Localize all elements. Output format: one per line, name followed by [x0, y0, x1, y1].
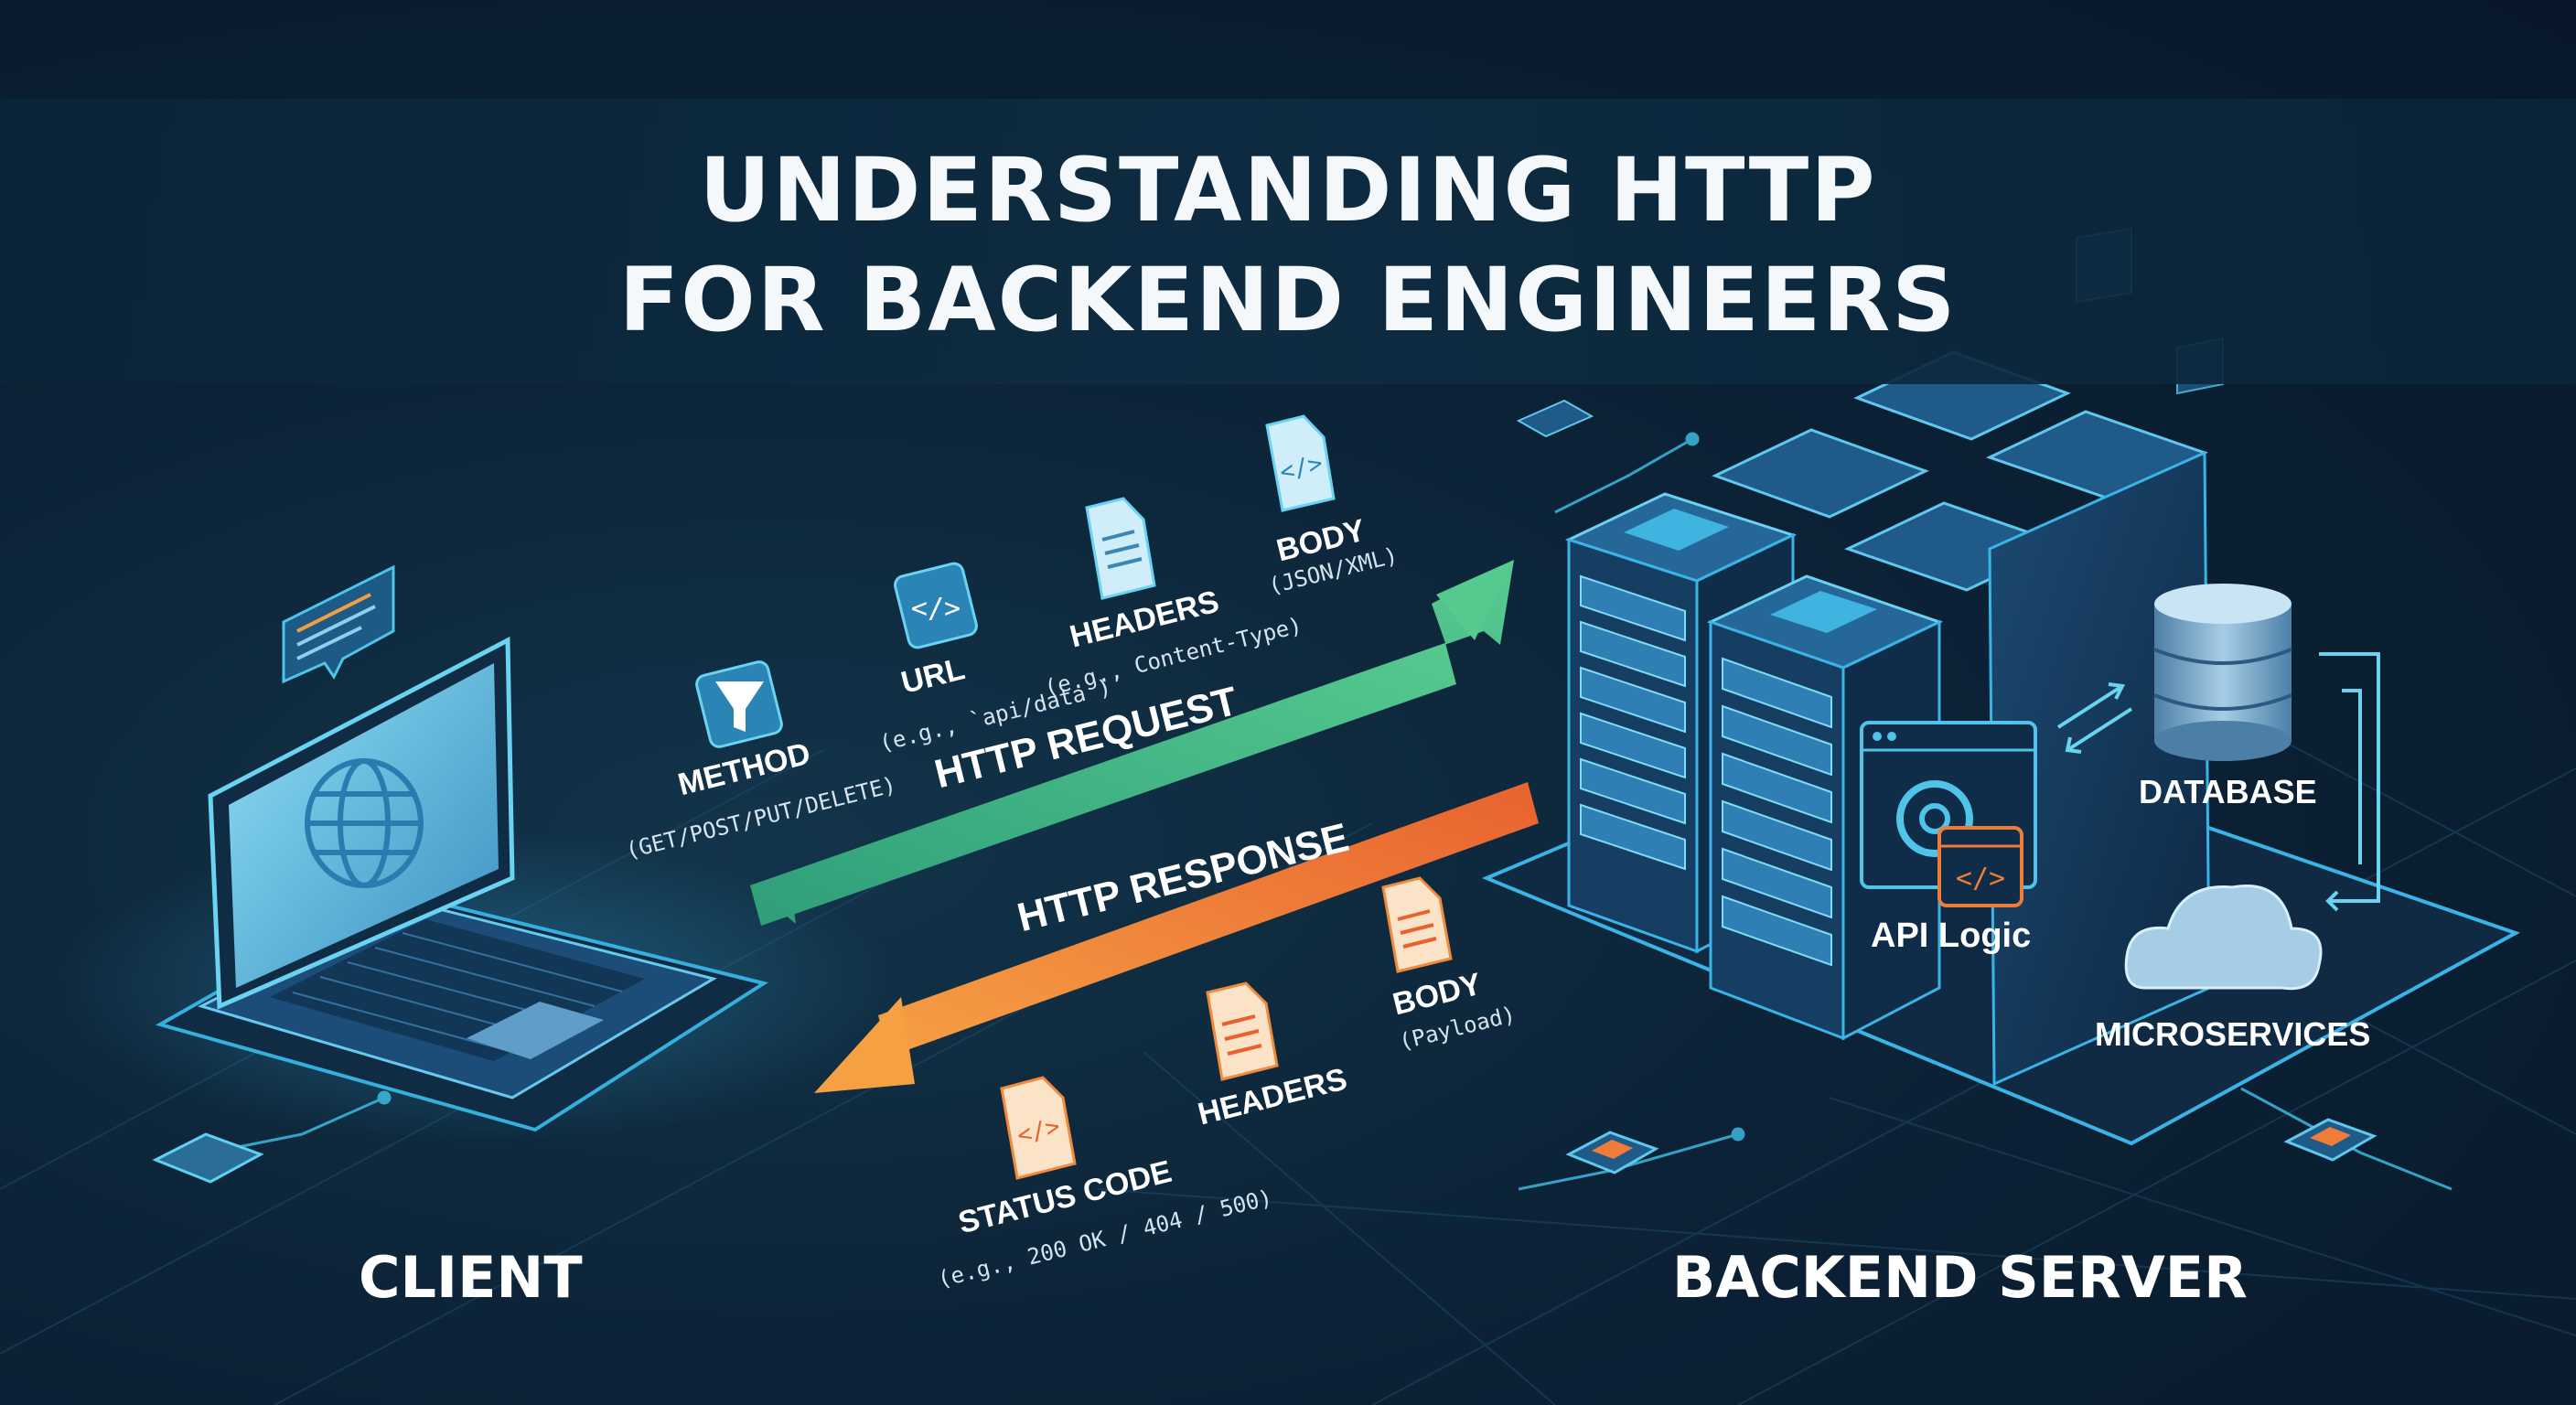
filter-icon	[695, 660, 783, 748]
laptop-touchpad	[467, 1002, 604, 1059]
code-bubble-icon	[282, 564, 395, 684]
device-chip-icon	[152, 1132, 264, 1184]
body-code-document-icon: </>	[1265, 414, 1336, 512]
title-line-1: UNDERSTANDING HTTP	[699, 139, 1877, 241]
url-code-icon: </>	[894, 562, 978, 649]
api-logic-panel: </>	[1860, 721, 2037, 907]
response-headers-document-icon	[1206, 981, 1279, 1081]
status-code-document-icon: </>	[1000, 1076, 1077, 1180]
globe-icon	[305, 758, 424, 888]
http-response-arrow	[814, 782, 1539, 1093]
title-banner: UNDERSTANDING HTTP FOR BACKEND ENGINEERS	[0, 99, 2576, 384]
svg-text:</>: </>	[1956, 863, 2005, 895]
client-label: CLIENT	[359, 1244, 583, 1311]
backend-server-label: BACKEND SERVER	[1672, 1244, 2248, 1311]
database-label: DATABASE	[2139, 773, 2317, 810]
cloud-icon	[2124, 885, 2323, 991]
http-request-arrow	[750, 560, 1514, 926]
api-logic-label: API Logic	[1871, 917, 2032, 955]
code-icon: </>	[1937, 826, 2023, 907]
database-icon	[2153, 584, 2292, 761]
response-body-document-icon	[1381, 876, 1453, 973]
headers-document-icon	[1085, 497, 1156, 600]
title-line-2: FOR BACKEND ENGINEERS	[618, 249, 1958, 351]
gear-icon	[1896, 780, 1973, 857]
client-laptop	[55, 564, 896, 1184]
sync-arrows-icon	[2056, 652, 2380, 912]
microservices-label: MICROSERVICES	[2095, 1015, 2371, 1053]
svg-text:</>: </>	[911, 593, 961, 625]
